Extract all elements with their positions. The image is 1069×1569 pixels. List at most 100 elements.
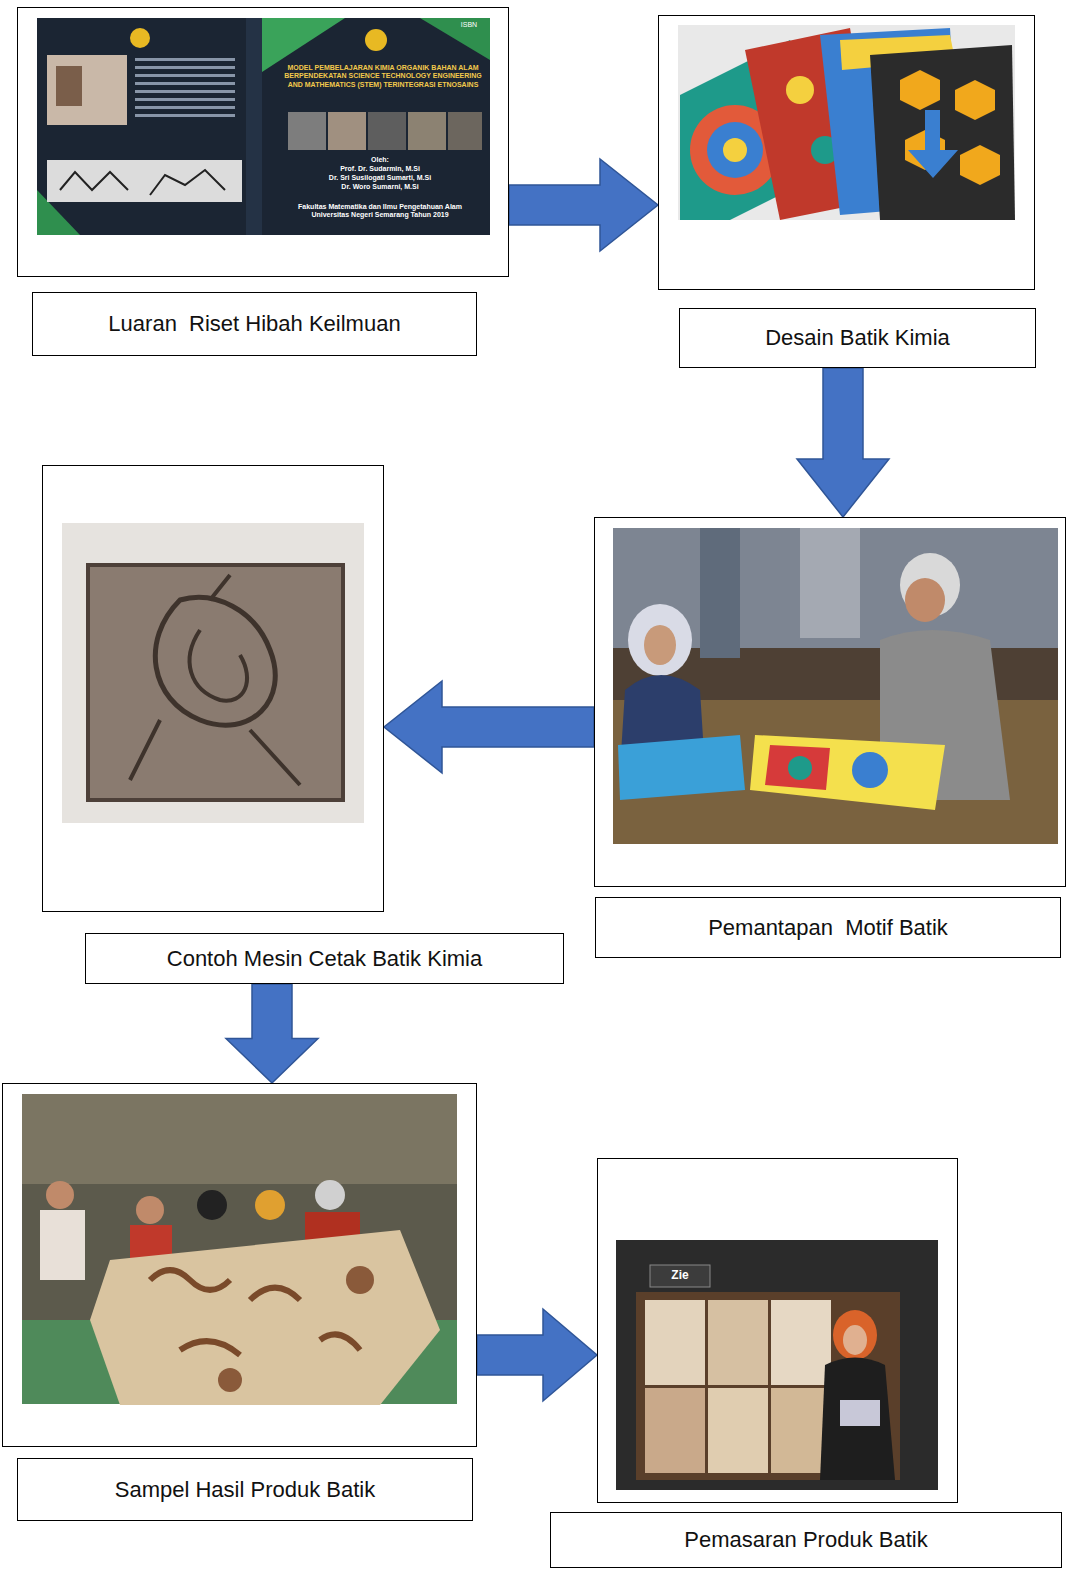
photo-shape [613, 528, 1058, 844]
caption-box: Pemantapan Motif Batik [595, 897, 1061, 958]
caption-box: Luaran Riset Hibah Keilmuan [32, 292, 477, 356]
photo-shape [905, 578, 945, 622]
batik-design-photo [678, 25, 1015, 220]
photo-shape [870, 45, 1015, 220]
photo-shape [645, 1300, 705, 1385]
photo-shape [448, 112, 482, 150]
photo-shape [135, 106, 235, 109]
photo-shape [708, 1300, 768, 1385]
photo-shape [616, 1240, 938, 1490]
batik-stamp-photo [62, 523, 364, 823]
photo-shape [46, 1181, 74, 1209]
photo-shape [246, 18, 262, 235]
photo-shape [135, 114, 235, 117]
batik-sample-photo [22, 1094, 457, 1405]
photo-text: Fakultas Matematika dan Ilmu Pengetahuan… [280, 203, 480, 220]
photo-frame: Pemasaran Produk Batik [597, 1158, 958, 1503]
caption-text: Contoh Mesin Cetak Batik Kimia [167, 946, 482, 971]
caption-text: Luaran Riset Hibah Keilmuan [108, 311, 400, 336]
photo-shape [644, 625, 676, 665]
photo-shape [130, 575, 300, 785]
caption-text: Pemasaran Produk Batik [684, 1527, 927, 1552]
block-arrow [384, 681, 594, 773]
photo-shape [771, 1300, 831, 1385]
block-arrow [797, 368, 889, 517]
photo-shape [618, 735, 745, 800]
photo-shape [218, 1368, 242, 1392]
caption-box: Contoh Mesin Cetak Batik Kimia [85, 933, 564, 984]
photo-shape [678, 25, 1015, 220]
batik-marketing-photo [616, 1240, 938, 1490]
photo-shape [346, 1266, 374, 1294]
photo-frame: Luaran Riset Hibah Keilmuan [17, 7, 509, 277]
photo-shape [408, 112, 446, 150]
photo-shape [62, 523, 364, 823]
photo-shape [60, 172, 128, 190]
caption-text: Pemantapan Motif Batik [708, 915, 948, 940]
photo-shape [135, 58, 235, 61]
photo-shape [707, 122, 763, 178]
photo-frame: Contoh Mesin Cetak Batik Kimia [42, 465, 384, 912]
photo-text: MODEL PEMBELAJARAN KIMIA ORGANIK BAHAN A… [278, 64, 488, 89]
block-arrow [509, 159, 658, 251]
caption-text: Desain Batik Kimia [765, 325, 950, 350]
caption-box: Desain Batik Kimia [679, 308, 1036, 368]
photo-shape [723, 138, 747, 162]
photo-shape [788, 756, 812, 780]
photo-shape [328, 112, 366, 150]
photo-text: ISBN [452, 21, 486, 29]
block-arrow [226, 984, 318, 1083]
photo-shape [960, 145, 1000, 185]
photo-shape [135, 66, 235, 69]
photo-shape [197, 1190, 227, 1220]
caption-text: Sampel Hasil Produk Batik [115, 1477, 375, 1502]
caption-box: Pemasaran Produk Batik [550, 1512, 1062, 1568]
photo-frame: Pemantapan Motif Batik [594, 517, 1066, 887]
photo-text: Zie [652, 1268, 708, 1282]
book-cover [37, 18, 490, 235]
photo-shape [288, 112, 326, 150]
photo-shape [315, 1180, 345, 1210]
photo-shape [155, 597, 275, 725]
photo-shape [800, 528, 860, 638]
photo-shape [47, 160, 242, 202]
photo-shape [22, 1094, 457, 1184]
photo-shape [190, 630, 247, 701]
photo-shape [820, 1358, 895, 1481]
photo-shape [135, 82, 235, 85]
photo-frame: Desain Batik Kimia [658, 15, 1035, 290]
photo-text: Dr. Sri Susilogati Sumarti, M.Si [300, 174, 460, 182]
photo-shape [628, 604, 692, 676]
photo-shape [840, 1400, 880, 1426]
photo-shape [645, 1388, 705, 1473]
photo-shape [650, 1265, 710, 1287]
photo-text: Dr. Woro Sumarni, M.Si [300, 183, 460, 191]
photo-shape [40, 1210, 85, 1280]
photo-shape [368, 112, 406, 150]
photo-shape [37, 18, 490, 235]
photo-shape [700, 528, 740, 658]
photo-frame: Sampel Hasil Produk Batik [2, 1083, 477, 1447]
photo-shape [135, 90, 235, 93]
block-arrow [477, 1309, 597, 1401]
photo-shape [750, 735, 945, 810]
photo-shape [365, 29, 387, 51]
photo-shape [255, 1190, 285, 1220]
photo-shape [833, 1310, 877, 1360]
motif-discussion-photo [613, 528, 1058, 844]
photo-shape [843, 1325, 867, 1355]
photo-shape [22, 1094, 457, 1404]
photo-shape [150, 1270, 360, 1355]
photo-text: Prof. Dr. Sudarmin, M.Si [300, 165, 460, 173]
photo-shape [908, 110, 958, 178]
photo-shape [636, 1292, 900, 1480]
photo-shape [420, 18, 490, 60]
photo-shape [708, 1388, 768, 1473]
photo-shape [136, 1196, 164, 1224]
photo-text: Oleh: [340, 156, 420, 164]
photo-shape [56, 66, 82, 106]
photo-shape [955, 80, 995, 120]
